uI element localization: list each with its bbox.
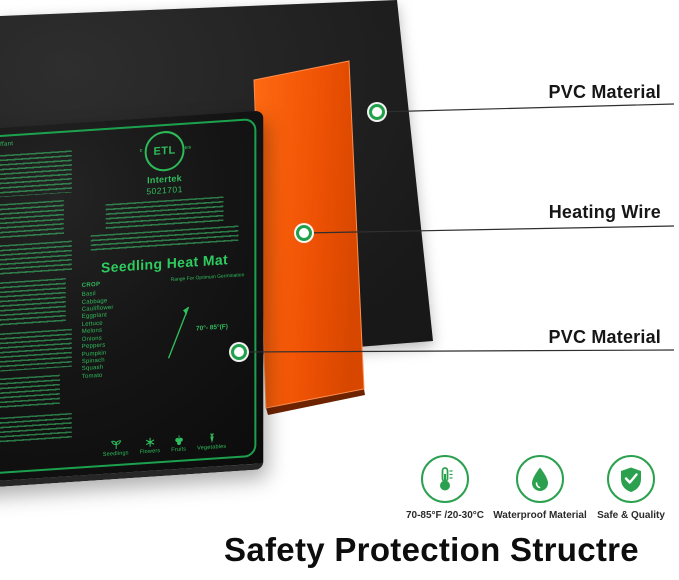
seedlings-icon xyxy=(110,440,121,449)
callout-line-top xyxy=(376,103,675,113)
feature-caption: Safe & Quality xyxy=(597,510,665,521)
category-fruits: Fruits xyxy=(171,434,186,453)
category-flowers: Flowers xyxy=(140,436,160,455)
crop-table-body: Basil Cabbage Cauliflower Eggplant Lettu… xyxy=(82,281,248,381)
thermometer-icon xyxy=(440,467,453,491)
main-title: Safety Protection Structre xyxy=(224,531,639,568)
category-vegetables: Vegetables xyxy=(197,432,226,452)
feature-temperature: 70-85°F /20-30°C xyxy=(385,455,505,521)
callout-line-middle xyxy=(303,225,675,234)
callout-label-heating-wire: Heating Wire xyxy=(548,202,661,222)
feature-caption: Waterproof Material xyxy=(493,510,587,521)
temp-range-area: 70°- 85°(F) xyxy=(144,281,248,377)
crop-table: CROP Range For Optimum Germination Basil… xyxy=(82,272,248,381)
flowers-icon xyxy=(145,437,155,447)
callout-marker-pvc-top xyxy=(369,104,385,120)
label-main-column: c ETL us Intertek 5021701 Seedling Heat … xyxy=(82,126,248,462)
callout-line-bottom xyxy=(238,349,675,353)
fruits-icon xyxy=(174,435,183,445)
feature-caption: 70-85°F /20-30°C xyxy=(405,510,485,521)
waterdrop-icon xyxy=(532,467,548,491)
vegetables-icon xyxy=(209,433,214,444)
callout-marker-heating-wire xyxy=(296,225,312,241)
callout-label-pvc-bottom: PVC Material xyxy=(548,327,661,347)
category-seedlings: Seedlings xyxy=(103,438,129,458)
front-mat-pvc-layer: chauffant c ETL us Intertek xyxy=(0,110,264,489)
plant-categories: Seedlings Flowers xyxy=(103,432,226,458)
feature-safe-quality: Safe & Quality xyxy=(571,455,679,521)
heating-mat-edge xyxy=(266,389,365,415)
shield-check-icon xyxy=(621,467,641,492)
feature-circle xyxy=(607,455,655,503)
label-content: chauffant c ETL us Intertek xyxy=(0,126,247,468)
feature-waterproof: Waterproof Material xyxy=(480,455,600,521)
temp-arrow-icon xyxy=(167,306,189,359)
callout-marker-pvc-bottom xyxy=(231,344,247,360)
feature-circle xyxy=(516,455,564,503)
feature-circle xyxy=(421,455,469,503)
callout-label-pvc-top: PVC Material xyxy=(548,82,661,102)
